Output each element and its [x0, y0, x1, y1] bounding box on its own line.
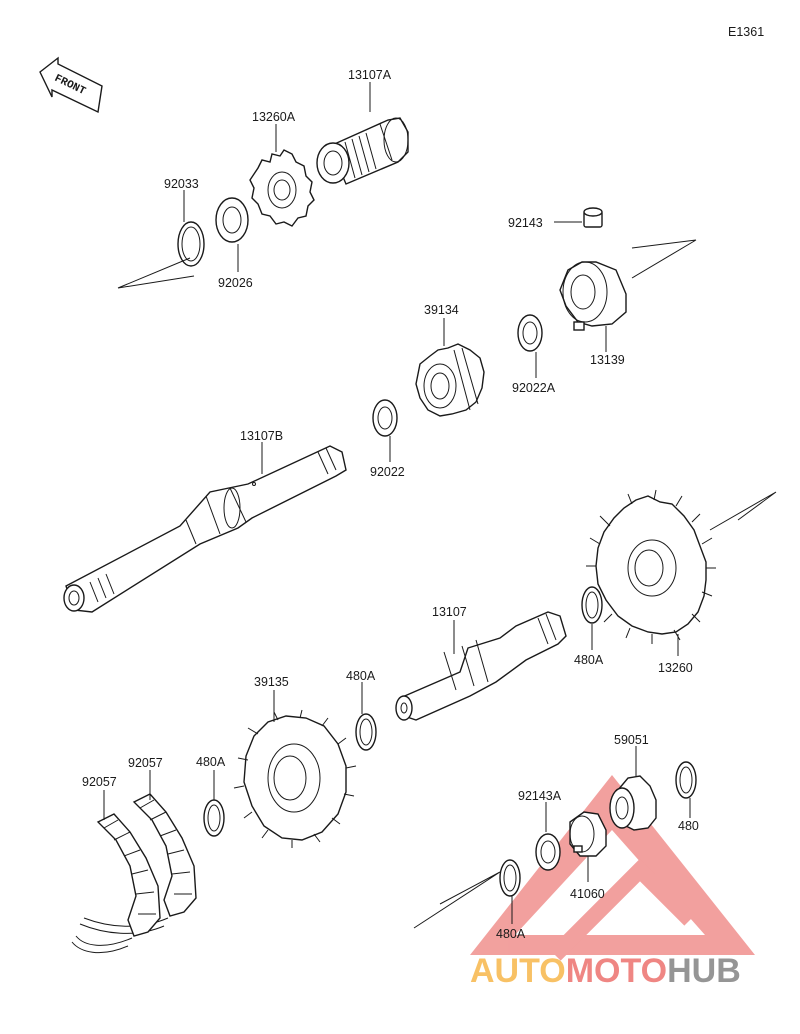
- part-480A-circlip-3: [203, 799, 225, 837]
- watermark-text-auto: AUTO: [470, 952, 566, 990]
- watermark-logo: [470, 775, 755, 961]
- part-92143A-collar: [535, 833, 561, 871]
- label-92057-2: 92057: [128, 756, 163, 770]
- assembly-line-right: [631, 239, 697, 279]
- part-92022-washer: [372, 399, 398, 437]
- label-13260A: 13260A: [252, 110, 296, 124]
- part-39135-gear: [233, 709, 357, 848]
- part-39134-gear: [415, 343, 485, 417]
- label-92143A: 92143A: [518, 789, 562, 803]
- label-13139: 13139: [590, 353, 625, 367]
- part-13139-hub: [559, 261, 627, 331]
- label-13107: 13107: [432, 605, 467, 619]
- label-92057-1: 92057: [82, 775, 117, 789]
- front-arrow-icon: FRONT: [39, 56, 103, 114]
- label-480: 480: [678, 819, 699, 833]
- part-13260A-gear: [249, 149, 315, 227]
- part-92057-chain-2: [79, 793, 197, 934]
- watermark-text: AUTOMOTOHUB: [470, 952, 741, 990]
- part-480A-circlip-2: [355, 713, 377, 751]
- assembly-line-bottom: [413, 871, 501, 929]
- label-59051: 59051: [614, 733, 649, 747]
- label-480A-4: 480A: [496, 927, 526, 941]
- part-13107A-sleeve: [316, 117, 409, 185]
- part-480-circlip: [675, 761, 697, 799]
- label-92026: 92026: [218, 276, 253, 290]
- watermark-text-moto: MOTO: [566, 952, 667, 990]
- assembly-line-left: [117, 257, 195, 289]
- label-41060: 41060: [570, 887, 605, 901]
- label-39134: 39134: [424, 303, 459, 317]
- part-41060-hub: [569, 811, 607, 857]
- label-92143: 92143: [508, 216, 543, 230]
- watermark-text-hub: HUB: [667, 952, 741, 990]
- part-480A-circlip-4: [499, 859, 521, 897]
- part-92033-circlip: [177, 221, 205, 267]
- part-92057-chain-1: [71, 813, 161, 954]
- part-92026-washer: [215, 197, 249, 243]
- part-92022A-washer: [517, 314, 543, 352]
- label-92022A: 92022A: [512, 381, 556, 395]
- part-13260-gear: [586, 489, 716, 644]
- label-92033: 92033: [164, 177, 199, 191]
- part-59051-gear: [609, 775, 657, 831]
- part-13107B-shaft: [63, 445, 347, 613]
- label-13107A: 13107A: [348, 68, 392, 82]
- part-480A-circlip-1: [581, 586, 603, 624]
- label-13107B: 13107B: [240, 429, 283, 443]
- label-39135: 39135: [254, 675, 289, 689]
- assembly-line-mid: [709, 491, 777, 531]
- label-13260: 13260: [658, 661, 693, 675]
- label-480A-3: 480A: [196, 755, 226, 769]
- label-480A-1: 480A: [574, 653, 604, 667]
- part-92143-collar: [583, 207, 603, 228]
- diagram-code: E1361: [728, 25, 764, 39]
- label-480A-2: 480A: [346, 669, 376, 683]
- label-92022: 92022: [370, 465, 405, 479]
- part-13107-shaft: [395, 611, 567, 721]
